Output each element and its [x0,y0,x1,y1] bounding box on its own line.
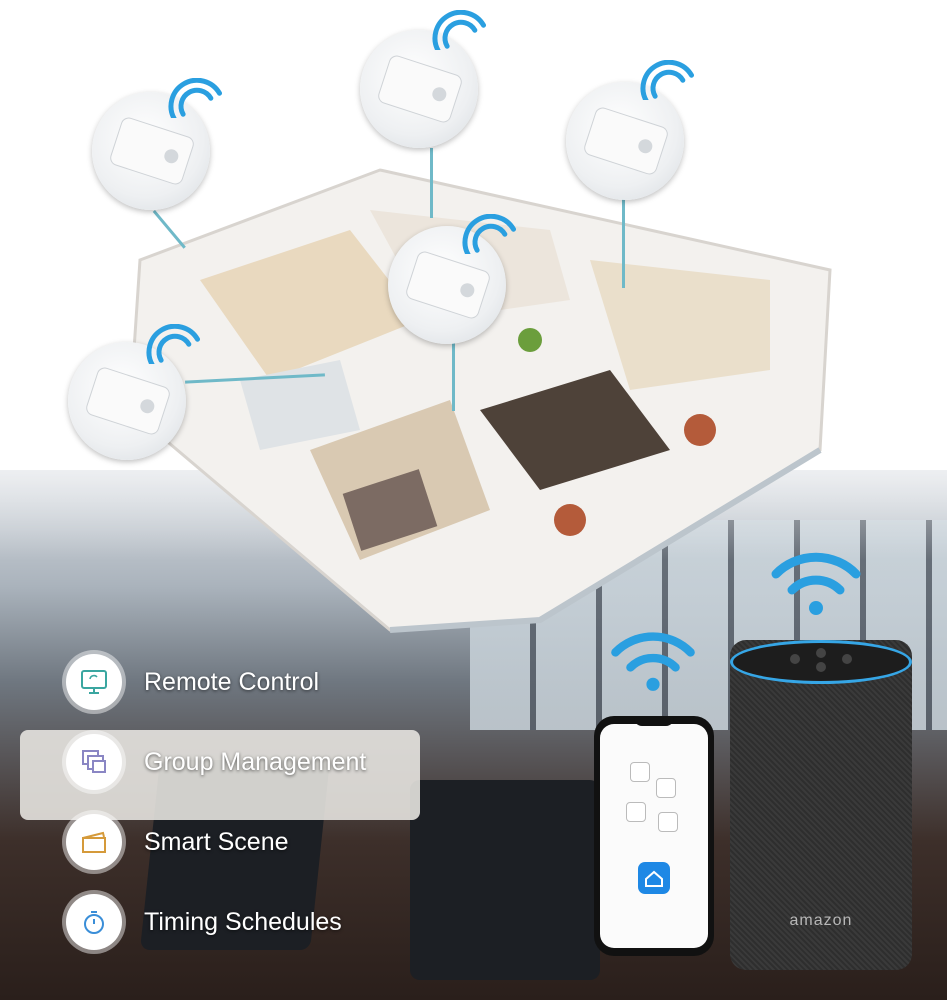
smart-switch-device [582,105,670,177]
feature-label: Remote Control [144,667,320,696]
armchair [410,780,600,980]
speaker-button [842,654,852,664]
smartphone [594,716,714,956]
smart-switch-bubble [388,226,506,344]
feature-label: Smart Scene [144,827,289,856]
speaker-button [816,662,826,672]
feature-smart-scene: Smart Scene [66,812,289,872]
smart-switch-bubble [68,342,186,460]
feature-timing-schedules: Timing Schedules [66,892,342,952]
smart-switch-bubble [566,82,684,200]
speaker-button [790,654,800,664]
connector-line [452,333,455,411]
smart-switch-device [84,365,172,437]
wifi-signal-icon [168,78,223,118]
smart-speaker: amazon [730,640,912,970]
speaker-brand: amazon [789,912,853,929]
wifi-signal-icon [432,10,487,50]
smart-switch-device [376,53,464,125]
smart-switch-bubble [360,30,478,148]
stopwatch-icon [66,894,122,950]
wifi-signal-icon [611,632,695,691]
phone-notch [634,716,674,726]
wifi-signal-icon [771,552,861,615]
wifi-signal-icon [146,324,201,364]
wifi-signal-icon [640,60,695,100]
clapperboard-icon [66,814,122,870]
feature-group-management: Group Management [66,732,366,792]
monitor-refresh-icon [66,654,122,710]
app-icon [630,762,650,782]
feature-remote-control: Remote Control [66,652,319,712]
feature-label: Group Management [144,747,367,776]
layers-icon [66,734,122,790]
smart-home-app-icon [638,862,670,894]
smart-switch-device [404,249,492,321]
smart-switch-device [108,115,196,187]
wifi-signal-icon [462,214,517,254]
app-icon [656,778,676,798]
speaker-button [816,648,826,658]
connector-line [430,148,433,218]
app-icon [626,802,646,822]
feature-label: Timing Schedules [144,907,342,936]
smart-switch-bubble [92,92,210,210]
phone-screen [600,724,708,948]
app-icon [658,812,678,832]
connector-line [622,198,625,288]
